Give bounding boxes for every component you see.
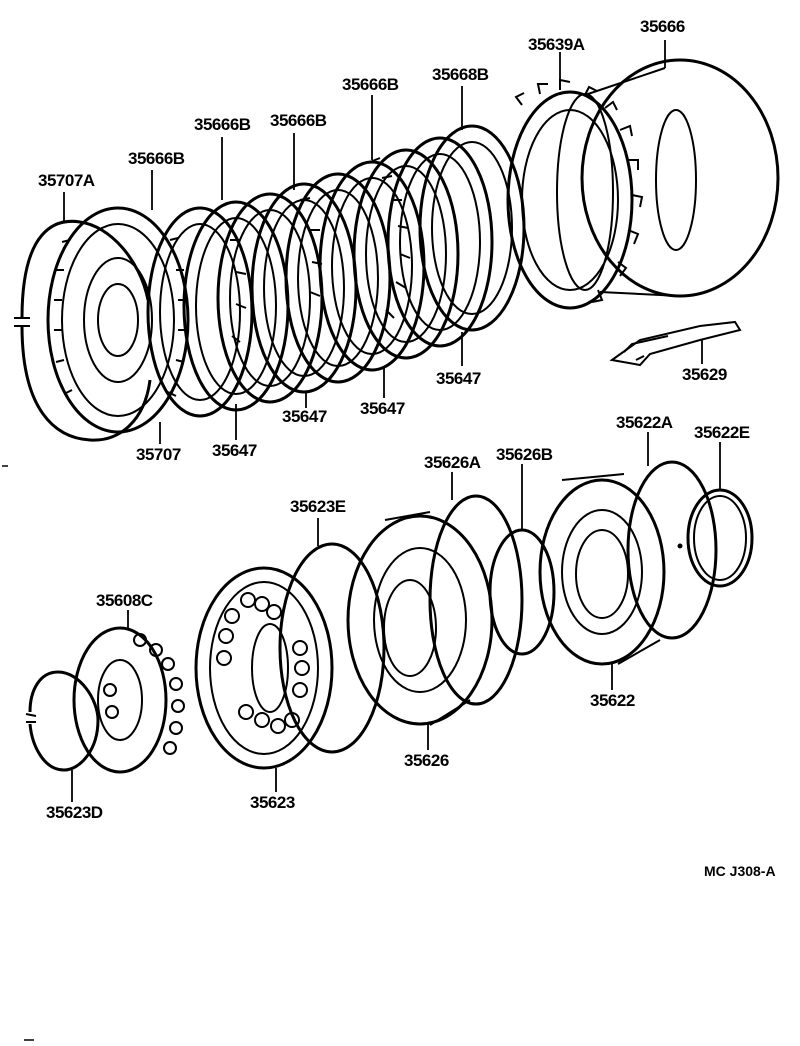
- diagram-code: MC J308-A: [704, 863, 776, 879]
- retainer-clip-35629: [609, 320, 742, 367]
- toothed-ring-35639A: [506, 78, 644, 310]
- piston-35626: [346, 511, 494, 726]
- snap-ring-35707A: [14, 219, 152, 442]
- part-label-35666B: 35666B: [194, 115, 251, 134]
- seal-35626A: [428, 494, 524, 706]
- part-label-35626: 35626: [404, 751, 449, 770]
- part-label-35666B: 35666B: [342, 75, 399, 94]
- part-label-35707A: 35707A: [38, 171, 95, 190]
- part-label-35608C: 35608C: [96, 591, 153, 610]
- snap-ring-35623D: [25, 670, 100, 772]
- part-label-35666B: 35666B: [270, 111, 327, 130]
- part-label-35623D: 35623D: [46, 803, 103, 822]
- pressure-plate-35707: [46, 206, 190, 434]
- part-label-35668B: 35668B: [432, 65, 489, 84]
- clutch-plate-stack: [146, 124, 526, 418]
- part-label-35623: 35623: [250, 793, 295, 812]
- part-label-35622E: 35622E: [694, 423, 750, 442]
- o-ring-35622A: [626, 460, 718, 640]
- stray-dot: [677, 543, 683, 549]
- piston-35623: [194, 566, 334, 770]
- o-ring-35622E: [686, 488, 754, 588]
- part-label-35623E: 35623E: [290, 497, 346, 516]
- piston-35622: [538, 473, 666, 666]
- part-label-35707: 35707: [136, 445, 181, 464]
- part-label-35639A: 35639A: [528, 35, 585, 54]
- spring-retainer-35608C: [72, 626, 185, 774]
- part-label-35622: 35622: [590, 691, 635, 710]
- part-label-35629: 35629: [682, 365, 727, 384]
- part-label-35647: 35647: [212, 441, 257, 460]
- part-label-35666B: 35666B: [128, 149, 185, 168]
- leader-lines: [63, 40, 721, 802]
- part-label-35647: 35647: [282, 407, 327, 426]
- clutch-drum-35666: [556, 58, 780, 298]
- part-label-35626A: 35626A: [424, 453, 481, 472]
- o-ring-35623E: [278, 542, 386, 754]
- part-label-35622A: 35622A: [616, 413, 673, 432]
- part-label-35647: 35647: [436, 369, 481, 388]
- part-label-35626B: 35626B: [496, 445, 553, 464]
- part-label-35666: 35666: [640, 17, 685, 36]
- part-label-35647: 35647: [360, 399, 405, 418]
